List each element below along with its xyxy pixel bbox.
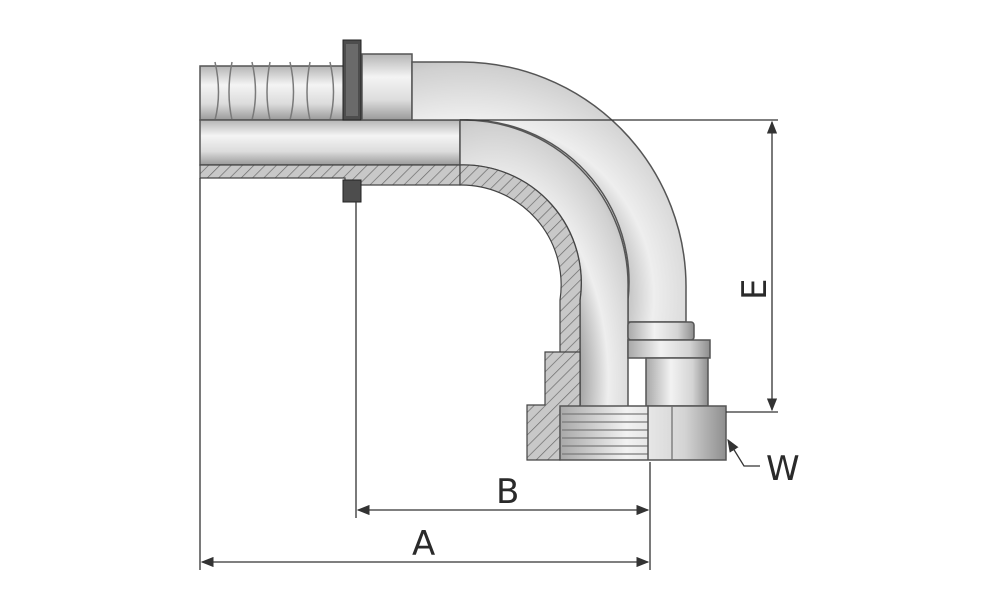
- dimension-e-label: E: [735, 279, 775, 300]
- nut-hex-body: [559, 405, 727, 461]
- nut-threads: [562, 413, 648, 455]
- hose-tail-bore: [199, 119, 461, 166]
- dimension-w-label: W: [766, 449, 800, 489]
- ferrule-collar: [361, 53, 413, 121]
- swivel-nut: [526, 321, 727, 461]
- hose-tail-body: [199, 65, 346, 121]
- hose-tail-section: [199, 164, 461, 186]
- seal-ring: [342, 39, 362, 203]
- dimension-a-label: A: [412, 524, 435, 564]
- dimension-b-label: B: [496, 472, 519, 512]
- dimension-lines: [199, 119, 778, 570]
- dimension-w-leader: [727, 438, 760, 467]
- barb-ridges: [214, 61, 335, 121]
